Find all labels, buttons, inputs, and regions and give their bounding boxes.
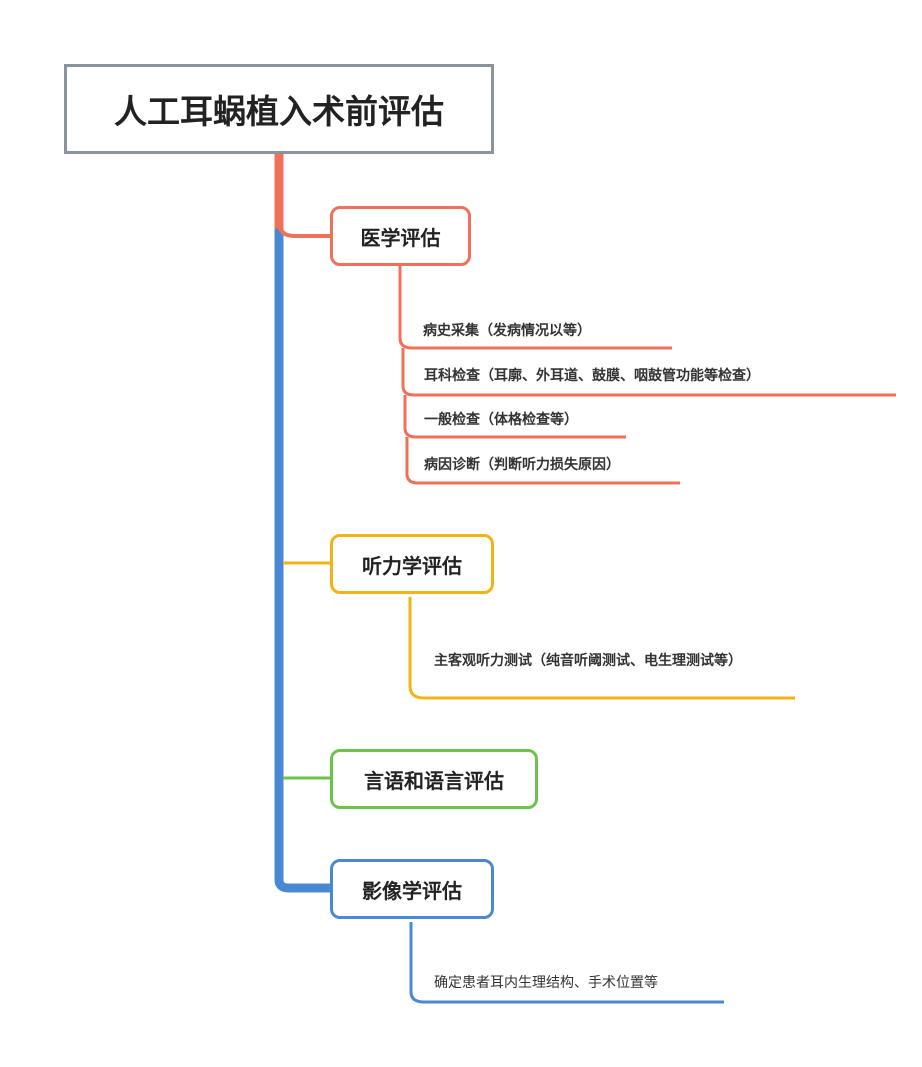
audiology-leaf-line (408, 597, 795, 700)
leaf-general-exam[interactable]: 一般检查（体格检查等） (424, 412, 578, 428)
branch-medical[interactable]: 医学评估 (330, 206, 471, 266)
leaf-imaging-structure[interactable]: 确定患者耳内生理结构、手术位置等 (434, 975, 658, 991)
branch-audiology-label: 听力学评估 (362, 553, 462, 578)
link-medical (277, 221, 330, 238)
branch-speech[interactable]: 言语和语言评估 (330, 749, 538, 809)
leaf-ear-exam[interactable]: 耳科检查（耳廓、外耳道、鼓膜、咽鼓管功能等检查） (424, 368, 760, 384)
leaf-etiology[interactable]: 病因诊断（判断听力损失原因） (424, 457, 620, 473)
leaf-hearing-tests[interactable]: 主客观听力测试（纯音听阈测试、电生理测试等） (434, 653, 742, 669)
branch-medical-label: 医学评估 (360, 225, 441, 250)
branch-speech-label: 言语和语言评估 (364, 768, 504, 793)
branch-imaging[interactable]: 影像学评估 (330, 859, 494, 919)
trunk-main-segment (274, 227, 335, 893)
root-node[interactable]: 人工耳蜗植入术前评估 (64, 64, 494, 154)
branch-audiology[interactable]: 听力学评估 (330, 534, 494, 594)
leaf-medical-history[interactable]: 病史采集（发病情况以等） (423, 323, 591, 339)
branch-imaging-label: 影像学评估 (362, 878, 462, 903)
root-title: 人工耳蜗植入术前评估 (114, 92, 444, 131)
imaging-leaf-line (409, 922, 724, 1004)
medical-leaf-lines (398, 266, 896, 485)
